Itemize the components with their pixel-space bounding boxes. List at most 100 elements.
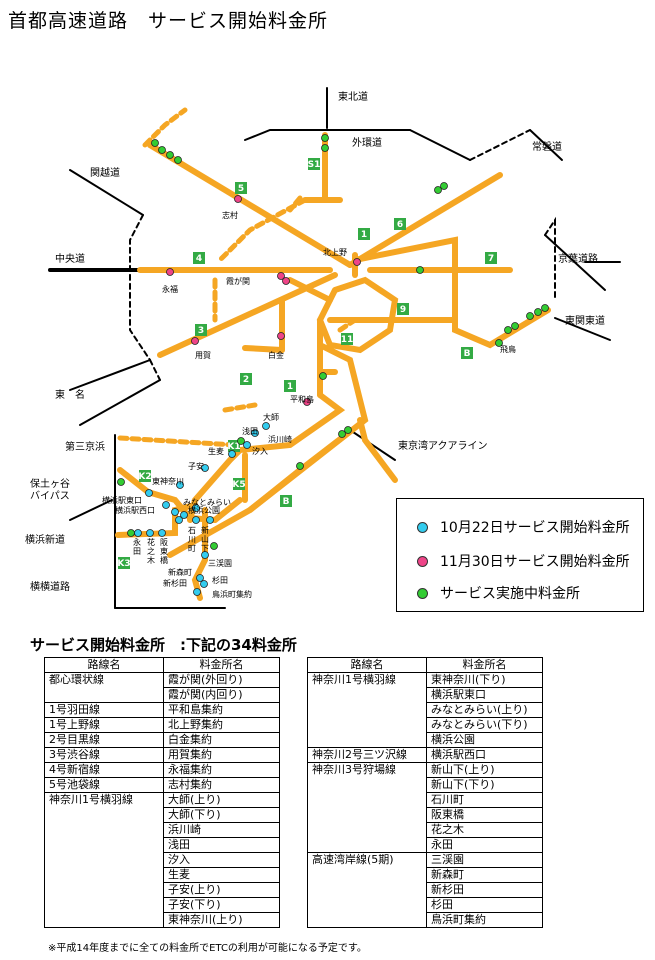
nov30-dots: [166, 195, 361, 406]
table-row: 子安(上り): [44, 882, 280, 898]
table-row: 浜川崎: [44, 822, 280, 838]
route-cell: 神奈川1号横羽線: [44, 792, 164, 808]
toll-cell: 志村集約: [163, 777, 280, 793]
table-row: みなとみらい(上り): [307, 702, 543, 718]
route-cell: [307, 717, 427, 733]
column-header-toll: 料金所名: [426, 657, 543, 673]
label-shinmorimachi: 新森町: [168, 567, 192, 577]
table-row: 阪東橋: [307, 807, 543, 823]
toll-cell: 横浜駅東口: [426, 687, 543, 703]
table-row: 永田: [307, 837, 543, 853]
toll-cell: 新山下(下り): [426, 777, 543, 793]
table-row: 4号新宿線永福集約: [44, 762, 280, 778]
route-cell: [44, 822, 164, 838]
route-sign-7: 7: [485, 252, 497, 264]
legend-oct22: 10月22日サービス開始料金所: [417, 517, 630, 537]
toll-cell: 東神奈川(上り): [163, 912, 280, 928]
route-cell: 都心環状線: [44, 672, 164, 688]
column-header-toll: 料金所名: [163, 657, 280, 673]
route-cell: [307, 807, 427, 823]
label-hodogaya-1: 保土ヶ谷: [30, 477, 70, 490]
table-row: 高速湾岸線(5期)三渓園: [307, 852, 543, 868]
toll-cell: 用賀集約: [163, 747, 280, 763]
route-sign-9: 9: [397, 303, 409, 315]
label-yokohamaeki-higashi: 横浜駅東口: [102, 495, 142, 505]
table-row: 杉田: [307, 897, 543, 913]
table-row: 浅田: [44, 837, 280, 853]
label-higashikanto: 東関東道: [565, 314, 605, 327]
route-cell: [44, 912, 164, 928]
label-yokohama-yokosuka: 横横道路: [30, 580, 70, 593]
label-koyasu: 子安: [188, 461, 204, 471]
table-row: 新山下(下り): [307, 777, 543, 793]
route-cell: 神奈川1号横羽線: [307, 672, 427, 688]
label-yokohama-shindo: 横浜新道: [25, 533, 65, 546]
map-legend: 10月22日サービス開始料金所 11月30日サービス開始料金所 サービス実施中料…: [396, 498, 644, 612]
route-sign-b1: B: [461, 347, 473, 359]
legend-active: サービス実施中料金所: [417, 583, 580, 603]
toll-cell: 横浜駅西口: [426, 747, 543, 763]
svg-text:1: 1: [361, 230, 367, 240]
label-aqualine: 東京湾アクアライン: [398, 439, 488, 452]
table-row: 新森町: [307, 867, 543, 883]
external-roads: [69, 87, 621, 609]
svg-text:6: 6: [397, 220, 403, 230]
label-hodogaya-2: バイパス: [30, 490, 70, 502]
route-cell: 神奈川2号三ツ沢線: [307, 747, 427, 763]
svg-text:7: 7: [488, 254, 494, 264]
table-row: 東神奈川(上り): [44, 912, 280, 928]
route-cell: [44, 837, 164, 853]
route-cell: 1号上野線: [44, 717, 164, 733]
toll-cell: 子安(上り): [163, 882, 280, 898]
svg-text:B: B: [464, 349, 471, 359]
route-cell: [307, 837, 427, 853]
route-cell: 神奈川3号狩場線: [307, 762, 427, 778]
label-hamakawasaki: 浜川崎: [268, 434, 292, 444]
route-cell: [307, 822, 427, 838]
tollgate-dots: [117, 134, 549, 596]
svg-text:K1: K1: [227, 442, 240, 452]
toll-cell: 生麦: [163, 867, 280, 883]
route-sign-1a: 1: [358, 228, 370, 240]
route-cell: [44, 807, 164, 823]
table-row: 神奈川3号狩場線新山下(上り): [307, 762, 543, 778]
svg-text:K3: K3: [117, 559, 130, 569]
toll-cell: 大師(上り): [163, 792, 280, 808]
route-cell: [307, 687, 427, 703]
toll-cell: みなとみらい(上り): [426, 702, 543, 718]
toll-cell: 東神奈川(下り): [426, 672, 543, 688]
vertical-labels: 永田 花之木 阪東橋 石川町 新山下: [133, 525, 209, 565]
route-cell: [307, 867, 427, 883]
toll-cell: 永福集約: [163, 762, 280, 778]
table-row: 大師(下り): [44, 807, 280, 823]
svg-text:1: 1: [287, 382, 293, 392]
table-row: 子安(下り): [44, 897, 280, 913]
toll-cell: 永田: [426, 837, 543, 853]
svg-text:K2: K2: [138, 472, 151, 482]
label-shioiri: 汐入: [252, 446, 268, 456]
svg-text:橋: 橋: [160, 555, 168, 565]
svg-text:11: 11: [341, 335, 354, 345]
table-row: 2号目黒線白金集約: [44, 732, 280, 748]
toll-cell: 浅田: [163, 837, 280, 853]
svg-text:下: 下: [201, 544, 209, 553]
toll-cell: 子安(下り): [163, 897, 280, 913]
toll-cell: 北上野集約: [163, 717, 280, 733]
table-row: 神奈川1号横羽線大師(上り): [44, 792, 280, 808]
svg-text:B: B: [283, 497, 290, 507]
route-sign-k3: K3: [117, 557, 131, 569]
svg-text:木: 木: [147, 555, 155, 565]
label-higashikanagawa: 東神奈川: [152, 476, 184, 486]
label-kasumigaseki: 霞が関: [226, 276, 250, 286]
label-joban: 常磐道: [532, 140, 562, 153]
svg-text:2: 2: [243, 375, 249, 385]
route-sign-s1: S1: [308, 158, 320, 170]
oct22-dots: [134, 422, 270, 596]
svg-text:川: 川: [188, 535, 196, 544]
svg-text:花: 花: [147, 537, 155, 547]
route-cell: [307, 732, 427, 748]
toll-cell: 三渓園: [426, 852, 543, 868]
route-cell: [44, 687, 164, 703]
label-tohoku: 東北道: [338, 90, 368, 103]
label-shinsugita: 新杉田: [163, 578, 187, 588]
